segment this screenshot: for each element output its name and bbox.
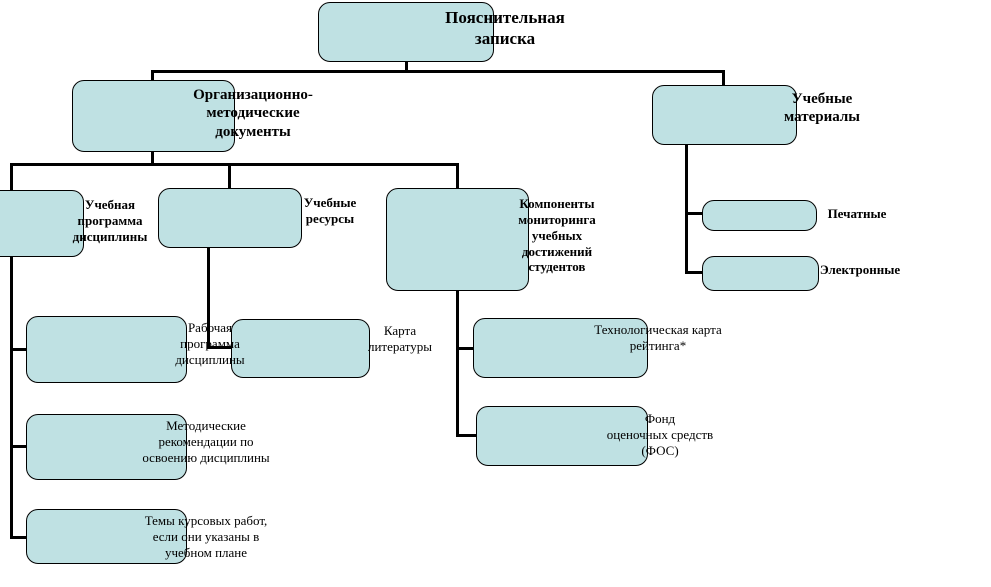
- electronic-label: Электронные: [819, 262, 901, 277]
- resources-box: [158, 188, 302, 248]
- method-recs-label: Методические рекомендации по освоению ди…: [142, 418, 270, 465]
- rating-card-label: Технологическая карта рейтинга*: [594, 322, 722, 353]
- printed-box: [702, 200, 817, 231]
- monitoring-box: [386, 188, 529, 291]
- connector-to-work-program: [10, 348, 27, 351]
- connector-to-method-recs: [10, 445, 27, 448]
- connector-root-down: [405, 60, 408, 72]
- electronic-box: [702, 256, 819, 291]
- connector-to-rating-card: [456, 347, 474, 350]
- connector-curriculum-spine: [10, 255, 13, 539]
- org-docs-box: [72, 80, 235, 152]
- connector-to-monitoring: [456, 163, 459, 189]
- course-topics-box: [26, 509, 187, 564]
- root-label: Пояснительная записка: [445, 8, 565, 48]
- root-box: [318, 2, 494, 62]
- course-topics-label: Темы курсовых работ, если они указаны в …: [144, 513, 268, 560]
- fos-box: [476, 406, 648, 466]
- connector-org-docs-down: [151, 150, 154, 165]
- connector-to-electronic: [685, 271, 703, 274]
- work-program-box: [26, 316, 187, 383]
- connector-top-bar: [151, 70, 725, 73]
- learning-materials-box: [652, 85, 797, 145]
- literature-card-label: Карта литературы: [367, 323, 433, 354]
- connector-resources-spine: [207, 247, 210, 349]
- fos-label: Фонд оценочных средств (ФОС): [606, 411, 714, 458]
- org-docs-label: Организационно- методические документы: [193, 87, 313, 140]
- monitoring-label: Компоненты мониторинга учебных достижени…: [518, 196, 596, 275]
- connector-to-fos: [456, 434, 477, 437]
- connector-to-literature-card: [207, 346, 232, 349]
- connector-to-printed: [685, 212, 703, 215]
- connector-to-course-topics: [10, 536, 27, 539]
- connector-to-org-docs: [151, 70, 154, 82]
- connector-materials-spine: [685, 144, 688, 274]
- method-recs-box: [26, 414, 187, 480]
- resources-label: Учебные ресурсы: [303, 195, 357, 226]
- work-program-label: Рабочая программа дисциплины: [175, 320, 245, 367]
- connector-to-learning-materials: [722, 70, 725, 86]
- printed-label: Печатные: [827, 206, 887, 221]
- connector-to-curriculum: [10, 163, 13, 191]
- literature-card-box: [231, 319, 370, 378]
- connector-second-bar: [10, 163, 459, 166]
- connector-monitoring-spine: [456, 290, 459, 437]
- learning-materials-label: Учебные материалы: [784, 91, 860, 126]
- curriculum-label: Учебная программа дисциплины: [72, 197, 148, 244]
- curriculum-box: [0, 190, 84, 257]
- rating-card-box: [473, 318, 648, 378]
- connector-to-resources: [228, 163, 231, 189]
